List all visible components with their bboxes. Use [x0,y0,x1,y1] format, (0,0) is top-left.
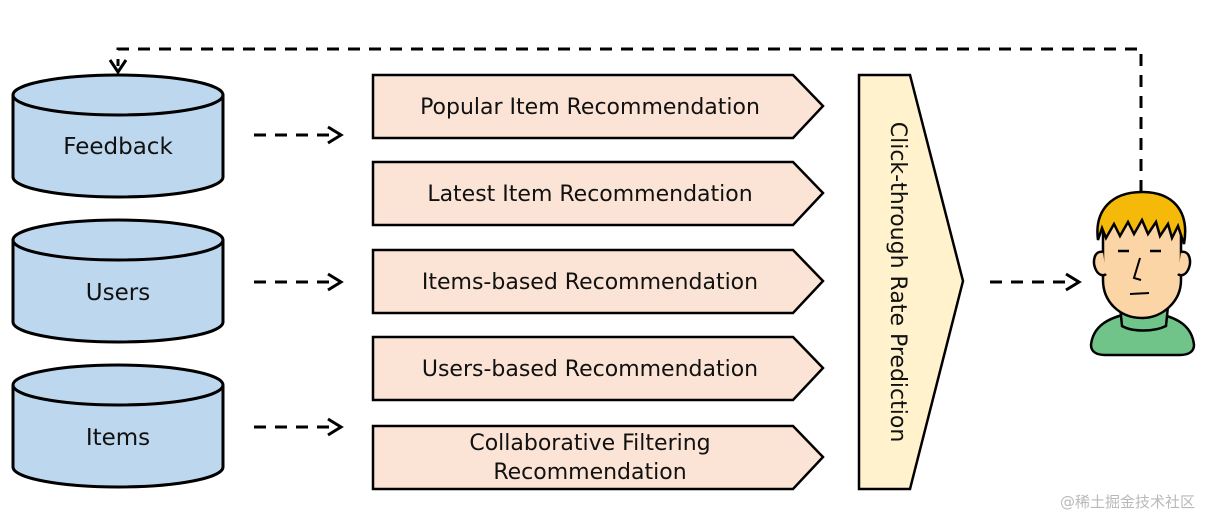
recommender-latest: Latest Item Recommendation [371,160,825,227]
recommender-popular-label: Popular Item Recommendation [420,95,760,120]
dashed-arrow-icon [254,272,344,292]
watermark-text: @稀土掘金技术社区 [1060,493,1195,511]
recommender-items-based-label: Items-based Recommendation [422,270,758,295]
recommender-collaborative-label-line2: Recommendation [493,460,686,485]
database-users: Users [11,218,225,344]
feedback-loop-arrow [108,47,1143,192]
ctr-prediction-label: Click-through Rate Prediction [885,122,910,443]
database-items-label: Items [86,425,150,451]
recommender-latest-label: Latest Item Recommendation [427,182,752,207]
dashed-arrow-icon [990,272,1082,292]
ctr-prediction-stage: Click-through Rate Prediction [857,73,965,491]
recommender-users-based: Users-based Recommendation [371,335,825,402]
recommender-collaborative-label-line1: Collaborative Filtering [469,431,710,456]
recommender-collaborative: Collaborative Filtering Recommendation [371,424,825,491]
recommender-users-based-label: Users-based Recommendation [422,357,758,382]
database-users-label: Users [86,280,150,306]
recommender-popular: Popular Item Recommendation [371,73,825,140]
user-avatar-icon [1089,190,1196,357]
dashed-arrow-icon [254,125,344,145]
database-feedback-label: Feedback [63,134,173,160]
dashed-arrow-icon [254,417,344,437]
database-feedback: Feedback [11,73,225,199]
database-items: Items [11,363,225,489]
recommender-items-based: Items-based Recommendation [371,248,825,315]
